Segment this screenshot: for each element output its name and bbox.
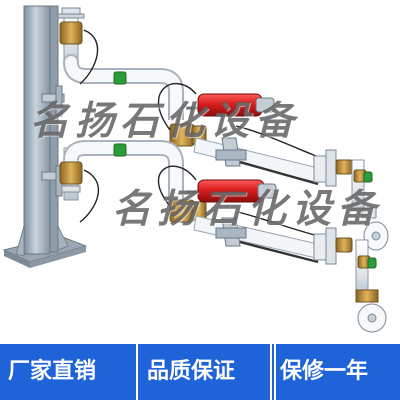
banner-one-year-warranty: 保修一年 [280,359,369,384]
lower-loading-arm [59,140,387,333]
watermark-lower: 名扬石化设备 [112,186,383,232]
upper-loading-arm [57,7,389,251]
watermark-upper: 名扬石化设备 [30,98,301,144]
support-column [15,5,69,257]
column-clamps [41,85,65,197]
promo-banner: 厂家直销 品质保证 保修一年 [0,344,400,400]
banner-divider [274,344,276,400]
banner-divider [136,344,138,400]
banner-direct-sale: 厂家直销 [8,359,97,384]
banner-divider [270,344,272,400]
banner-quality-guarantee: 品质保证 [147,359,236,384]
